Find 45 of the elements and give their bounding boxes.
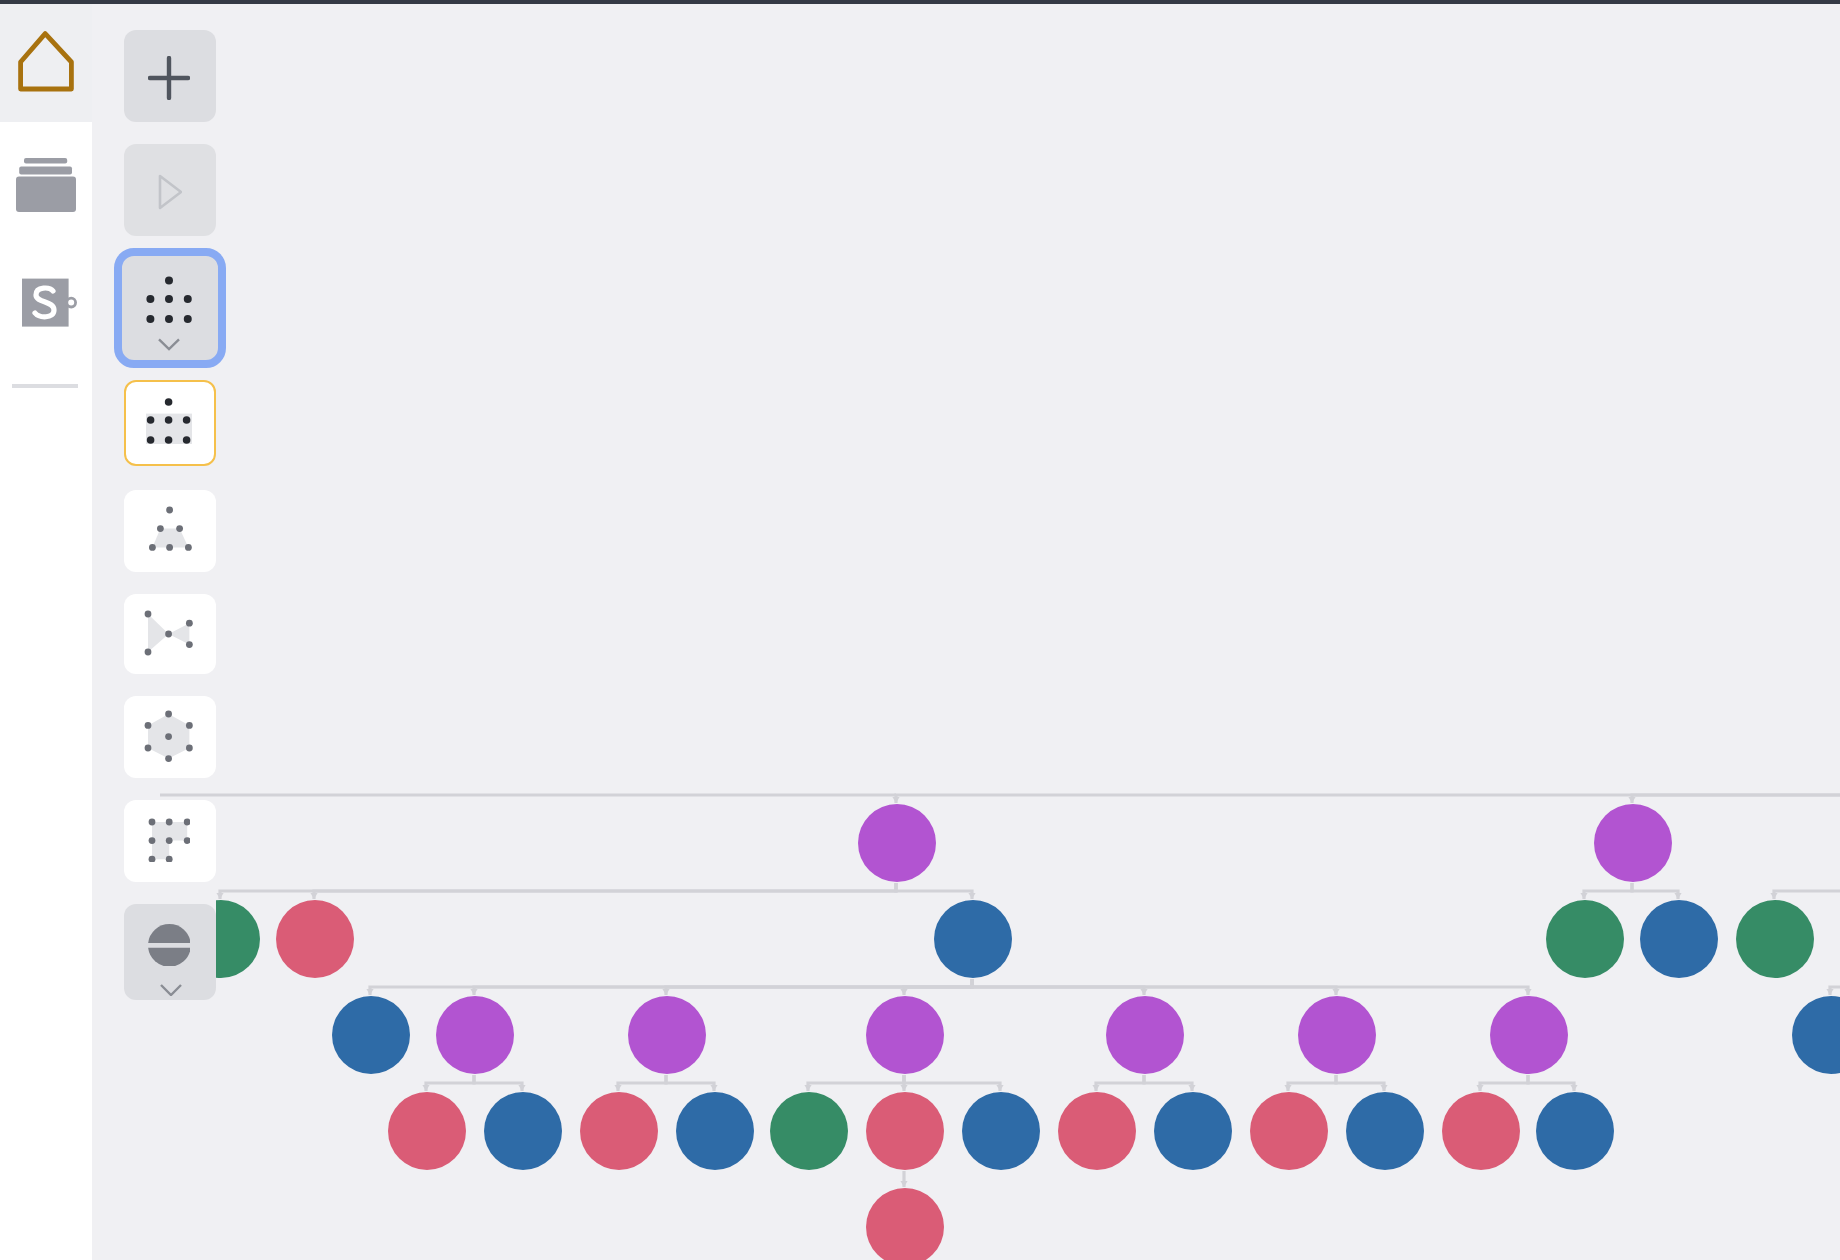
connector-arrow bbox=[1827, 985, 1840, 995]
circle-node bbox=[1153, 1092, 1231, 1170]
connector-arrow bbox=[1093, 1075, 1146, 1091]
connector-arrow bbox=[902, 1075, 1003, 1091]
connector-arrow bbox=[805, 1075, 906, 1091]
circle-node bbox=[1057, 1092, 1135, 1170]
circle-node bbox=[579, 1092, 657, 1170]
connector-arrow bbox=[1581, 883, 1634, 899]
circle-node bbox=[275, 900, 353, 978]
connector-arrow bbox=[1629, 793, 1840, 803]
circle-node bbox=[1249, 1092, 1327, 1170]
connector-arrow bbox=[664, 1075, 717, 1091]
connector-arrow bbox=[1630, 883, 1681, 899]
circle-node bbox=[857, 804, 935, 882]
connector-arrow bbox=[423, 1075, 476, 1091]
circle-node bbox=[483, 1092, 561, 1170]
circle-node bbox=[769, 1092, 847, 1170]
connector-arrow bbox=[1477, 1075, 1530, 1091]
circle-node bbox=[1345, 1092, 1423, 1170]
circle-node bbox=[331, 996, 409, 1074]
circle-node bbox=[933, 900, 1011, 978]
connector-arrow bbox=[1142, 1075, 1195, 1091]
circle-node bbox=[1441, 1092, 1519, 1170]
circle-node bbox=[1489, 996, 1567, 1074]
connector-arrow bbox=[1771, 889, 1840, 899]
connector-arrow bbox=[1334, 1075, 1387, 1091]
connector-arrow bbox=[1526, 1075, 1577, 1091]
circle-node bbox=[387, 1092, 465, 1170]
connector-arrow bbox=[894, 883, 975, 899]
connector-arrow bbox=[1285, 1075, 1338, 1091]
circle-node bbox=[961, 1092, 1039, 1170]
circle-node bbox=[865, 996, 943, 1074]
connector-arrow bbox=[615, 1075, 668, 1091]
connector-arrow bbox=[472, 1075, 525, 1091]
circle-node bbox=[1105, 996, 1183, 1074]
circle-node bbox=[1639, 900, 1717, 978]
circle-node bbox=[627, 996, 705, 1074]
circle-node bbox=[1593, 804, 1671, 882]
circle-node bbox=[435, 996, 513, 1074]
circle-node bbox=[1735, 900, 1813, 978]
circle-node bbox=[1535, 1092, 1613, 1170]
circle-node bbox=[675, 1092, 753, 1170]
circle-node bbox=[1545, 900, 1623, 978]
circle-node bbox=[865, 1092, 943, 1170]
circle-node bbox=[1297, 996, 1375, 1074]
